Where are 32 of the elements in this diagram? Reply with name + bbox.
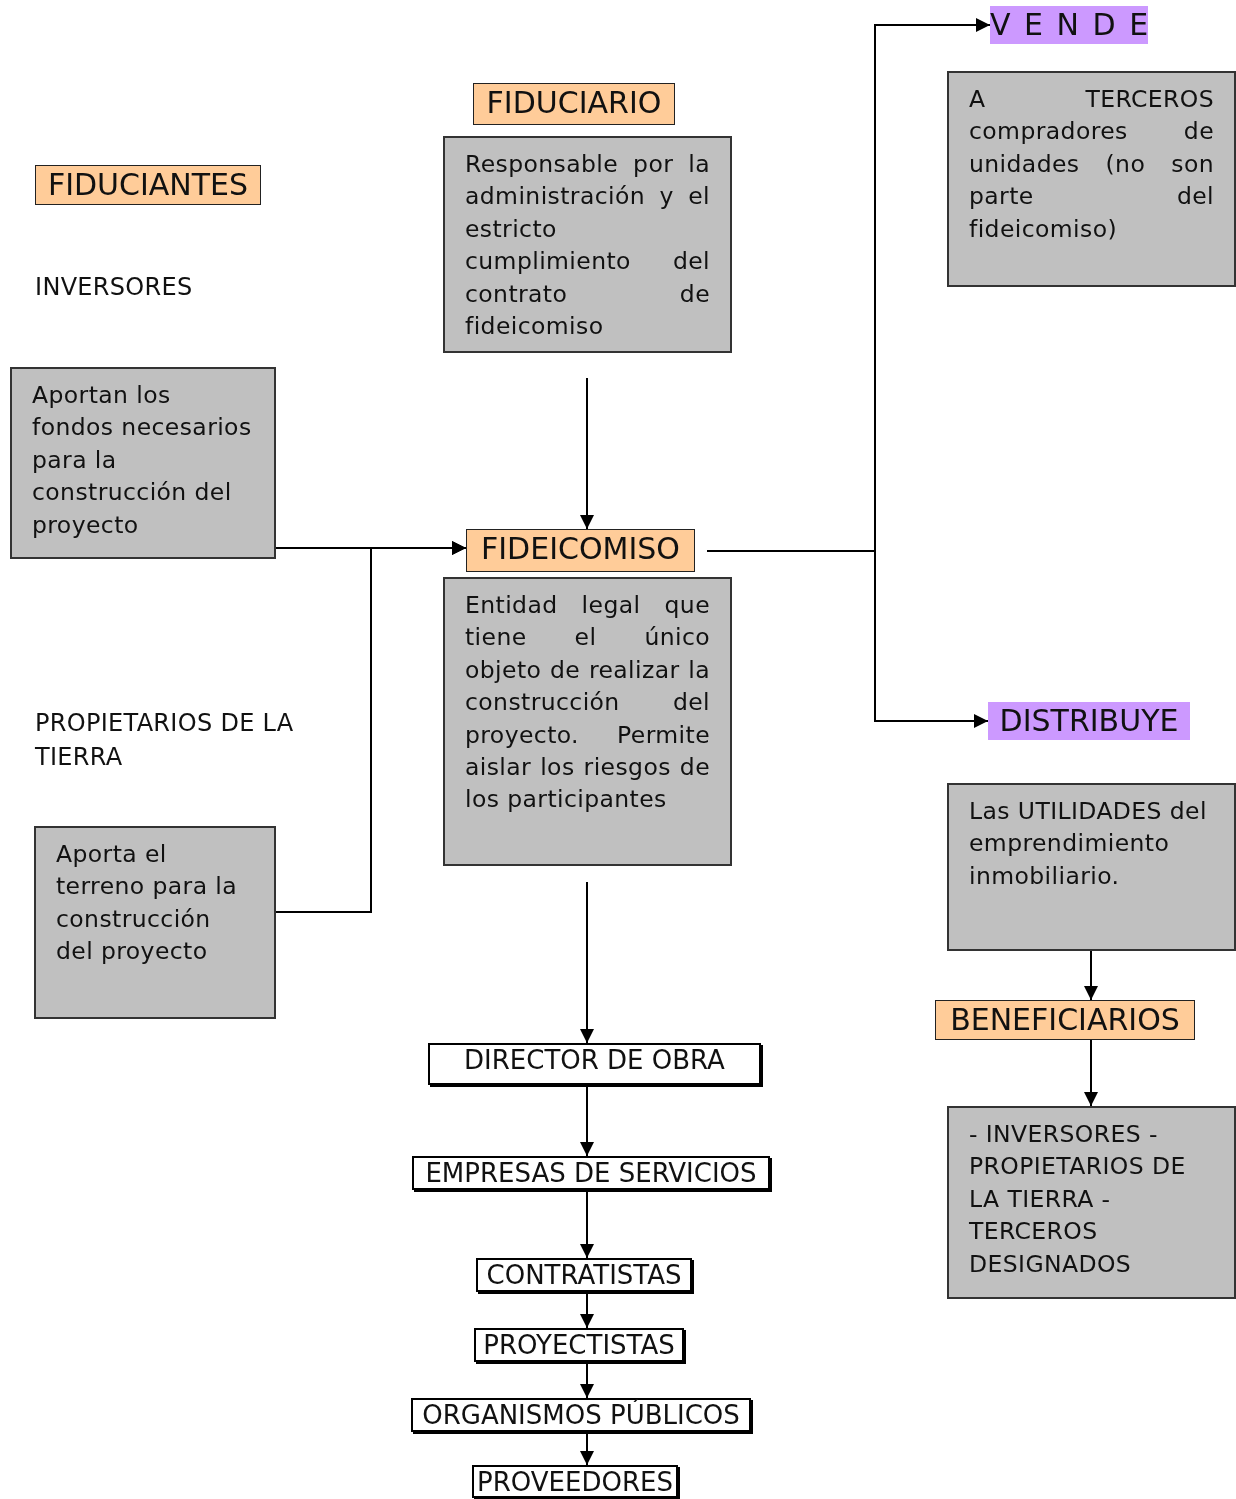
heading-label: FIDUCIANTES <box>35 165 261 205</box>
arrow <box>1084 950 1098 1001</box>
arrow <box>580 1189 594 1259</box>
arrow <box>580 1291 594 1329</box>
action-label: DISTRIBUYE <box>988 702 1190 740</box>
role-box: DIRECTOR DE OBRA <box>428 1043 761 1085</box>
heading-label: FIDEICOMISO <box>466 529 695 572</box>
arrow <box>580 1361 594 1399</box>
arrow <box>580 1084 594 1157</box>
heading-label: FIDUCIARIO <box>473 83 675 125</box>
arrow <box>580 377 594 530</box>
arrow <box>580 1431 594 1466</box>
description-box: Responsable por la administración y el estricto cumplimiento del contrato de fideicomiso <box>443 136 732 353</box>
description-box: Aporta el terreno para la construcción del proyecto <box>34 826 276 1019</box>
description-box: Aportan los fondos necesarios para la construcción del proyecto <box>10 367 276 559</box>
action-label: V E N D E <box>990 6 1148 44</box>
heading-label: BENEFICIARIOS <box>935 1000 1195 1040</box>
description-box: - INVERSORES - PROPIETARIOS DE LA TIERRA - TERCEROS DESIGNADOS <box>947 1106 1236 1299</box>
arrow <box>706 550 989 728</box>
role-box: ORGANISMOS PÚBLICOS <box>411 1398 751 1432</box>
role-box: CONTRATISTAS <box>476 1258 692 1292</box>
arrow <box>580 881 594 1044</box>
arrow <box>275 541 467 913</box>
role-box: PROVEEDORES <box>472 1465 678 1498</box>
arrow <box>1084 1039 1098 1107</box>
role-box: EMPRESAS DE SERVICIOS <box>412 1156 770 1190</box>
description-box: Las UTILIDADES del emprendimiento inmobiliario. <box>947 783 1236 951</box>
role-label: INVERSORES <box>35 272 194 303</box>
description-box: Entidad legal que tiene el único objeto de realizar la construcción del proyecto. Permite aislar los riesgos de los participantes <box>443 577 732 866</box>
description-box: A TERCEROS compradores de unidades (no son parte del fideicomiso) <box>947 71 1236 287</box>
role-box: PROYECTISTAS <box>474 1328 684 1362</box>
role-label: PROPIETARIOS DE LA TIERRA <box>35 708 295 773</box>
